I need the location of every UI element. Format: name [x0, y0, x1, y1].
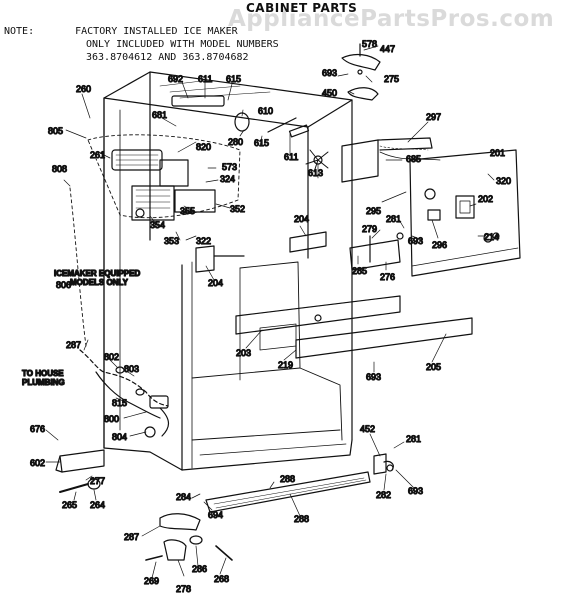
part-label: 278	[176, 584, 191, 594]
part-label: 204	[208, 278, 223, 288]
water-plumbing	[79, 349, 170, 438]
part-label: 201	[490, 148, 505, 158]
part-label: 805	[48, 126, 63, 136]
mid-brackets	[195, 231, 404, 273]
part-label: 820	[196, 142, 211, 152]
callout-icemaker-2: MODELS ONLY	[70, 278, 129, 287]
note-line-1: FACTORY INSTALLED ICE MAKER	[75, 26, 238, 37]
part-label: 611	[198, 74, 212, 84]
part-label: 205	[426, 362, 441, 372]
top-controls	[171, 95, 441, 183]
callout-plumbing-1: TO HOUSE	[22, 369, 64, 378]
part-label: 277	[90, 476, 105, 486]
part-label: 602	[30, 458, 45, 468]
part-label: 296	[432, 240, 447, 250]
part-label: 693	[408, 486, 423, 496]
part-label: 800	[104, 414, 119, 424]
callout-icemaker-1: ICEMAKER EQUIPPED	[54, 269, 140, 278]
part-label: 693	[366, 372, 381, 382]
part-label: 808	[52, 164, 67, 174]
part-label: 280	[228, 137, 243, 147]
part-label: 275	[384, 74, 399, 84]
bottom-parts	[55, 187, 394, 561]
part-label: 287	[66, 340, 81, 350]
part-label: 269	[144, 576, 159, 586]
part-label: 295	[366, 206, 381, 216]
note-block: NOTE: FACTORY INSTALLED ICE MAKER ONLY IN…	[4, 25, 279, 64]
part-label: 264	[90, 500, 105, 510]
part-label: 279	[362, 224, 377, 234]
part-label: 804	[112, 432, 127, 442]
part-label: 450	[322, 88, 337, 98]
leader-lines	[45, 45, 495, 579]
part-label: 694	[208, 510, 223, 520]
part-label: 268	[214, 574, 229, 584]
part-label: 806	[56, 280, 71, 290]
part-label: 276	[380, 272, 395, 282]
part-label: 354	[150, 220, 165, 230]
cabinet-shell	[103, 71, 353, 471]
part-label: 214	[484, 232, 499, 242]
note-label: NOTE:	[4, 26, 35, 37]
part-label: 281	[386, 214, 401, 224]
part-label: 573	[222, 162, 237, 172]
part-label: 285	[352, 266, 367, 276]
part-label: 803	[124, 364, 139, 374]
part-label: 802	[104, 352, 119, 362]
top-hinge	[341, 43, 381, 101]
part-label: 282	[376, 490, 391, 500]
part-label: 322	[196, 236, 211, 246]
icemaker-assembly	[87, 134, 241, 221]
part-label: 355	[180, 206, 195, 216]
part-label: 815	[112, 398, 127, 408]
part-label: 286	[192, 564, 207, 574]
part-label: 324	[220, 174, 235, 184]
part-label: 265	[62, 500, 77, 510]
part-label: 297	[426, 112, 441, 122]
part-label: 611	[284, 152, 298, 162]
watermark: AppliancePartsPros.com	[228, 6, 555, 32]
part-label: 452	[360, 424, 375, 434]
part-label: 320	[496, 176, 511, 186]
part-label: 261	[90, 150, 105, 160]
note-line-3: 363.8704612 AND 363.8704682	[86, 52, 249, 63]
part-label: 203	[236, 348, 251, 358]
part-label: 353	[164, 236, 179, 246]
part-label: 288	[294, 514, 309, 524]
shelf-rails	[235, 295, 473, 359]
part-label: 288	[280, 474, 295, 484]
part-label: 287	[124, 532, 139, 542]
part-label: 204	[294, 214, 309, 224]
part-label: 352	[230, 204, 245, 214]
part-label: 202	[478, 194, 493, 204]
part-number-labels: 578 447 693 275 450 692 611 615 260 681 …	[29, 38, 511, 594]
control-panel-plate	[409, 149, 521, 277]
part-label: 693	[408, 236, 423, 246]
part-label: 219	[278, 360, 293, 370]
part-label: 681	[152, 110, 167, 120]
part-label: 578	[362, 39, 377, 49]
callout-plumbing-2: PLUMBING	[22, 378, 65, 387]
part-label: 685	[406, 154, 421, 164]
part-label: 692	[168, 74, 183, 84]
part-label: 615	[226, 74, 241, 84]
part-label: 615	[254, 138, 269, 148]
part-label: 613	[308, 168, 323, 178]
part-label: 610	[258, 106, 273, 116]
diagram-title: CABINET PARTS	[246, 1, 358, 15]
note-line-2: ONLY INCLUDED WITH MODEL NUMBERS	[86, 39, 279, 50]
part-label: 676	[30, 424, 45, 434]
part-label: 693	[322, 68, 337, 78]
part-label: 284	[176, 492, 191, 502]
part-label: 447	[380, 44, 395, 54]
part-label: 260	[76, 84, 91, 94]
part-label: 281	[406, 434, 421, 444]
